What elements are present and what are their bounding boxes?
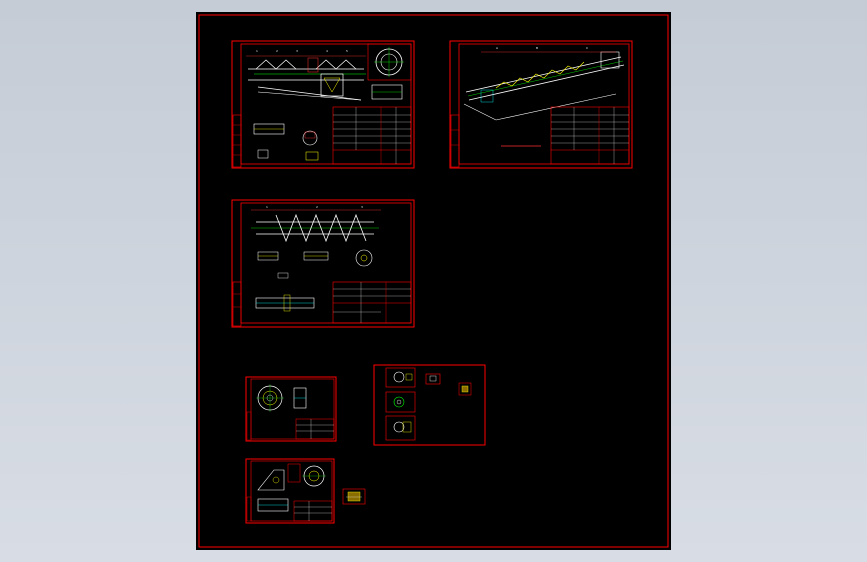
inclined-conveyor-sheet[interactable]: A B C (449, 40, 633, 169)
svg-text:2: 2 (276, 49, 278, 53)
title-block-1 (332, 106, 412, 165)
svg-text:2: 2 (316, 205, 318, 209)
title-block-6 (293, 500, 333, 522)
small-parts-sheet[interactable] (373, 364, 486, 446)
svg-text:1: 1 (256, 49, 258, 53)
svg-text:3: 3 (361, 205, 363, 209)
title-block-2 (550, 106, 630, 165)
svg-text:3: 3 (296, 49, 298, 53)
bracket-sheet[interactable] (245, 458, 335, 524)
outer-frame (198, 14, 669, 548)
svg-text:B: B (536, 46, 538, 50)
title-block-4 (295, 418, 335, 440)
drawing-canvas[interactable]: 1 2 3 4 5 (196, 12, 671, 550)
cad-model-space[interactable]: 1 2 3 4 5 (196, 12, 671, 550)
auger-assembly-sheet[interactable]: 1 2 3 4 5 (231, 40, 415, 169)
svg-text:1: 1 (266, 205, 268, 209)
flange-sheet[interactable] (245, 376, 337, 442)
screw-shaft-sheet[interactable]: 1 2 3 (231, 199, 415, 328)
title-block-3 (332, 281, 412, 324)
screw-flight-view: 1 2 3 (251, 205, 381, 243)
svg-text:C: C (586, 46, 588, 50)
svg-text:4: 4 (326, 49, 328, 53)
conveyor-view: A B C (463, 46, 625, 147)
svg-text:A: A (496, 46, 499, 50)
svg-text:5: 5 (346, 49, 348, 53)
loose-part-detail[interactable] (342, 488, 366, 505)
section-view: 1 2 3 4 5 (246, 49, 366, 101)
